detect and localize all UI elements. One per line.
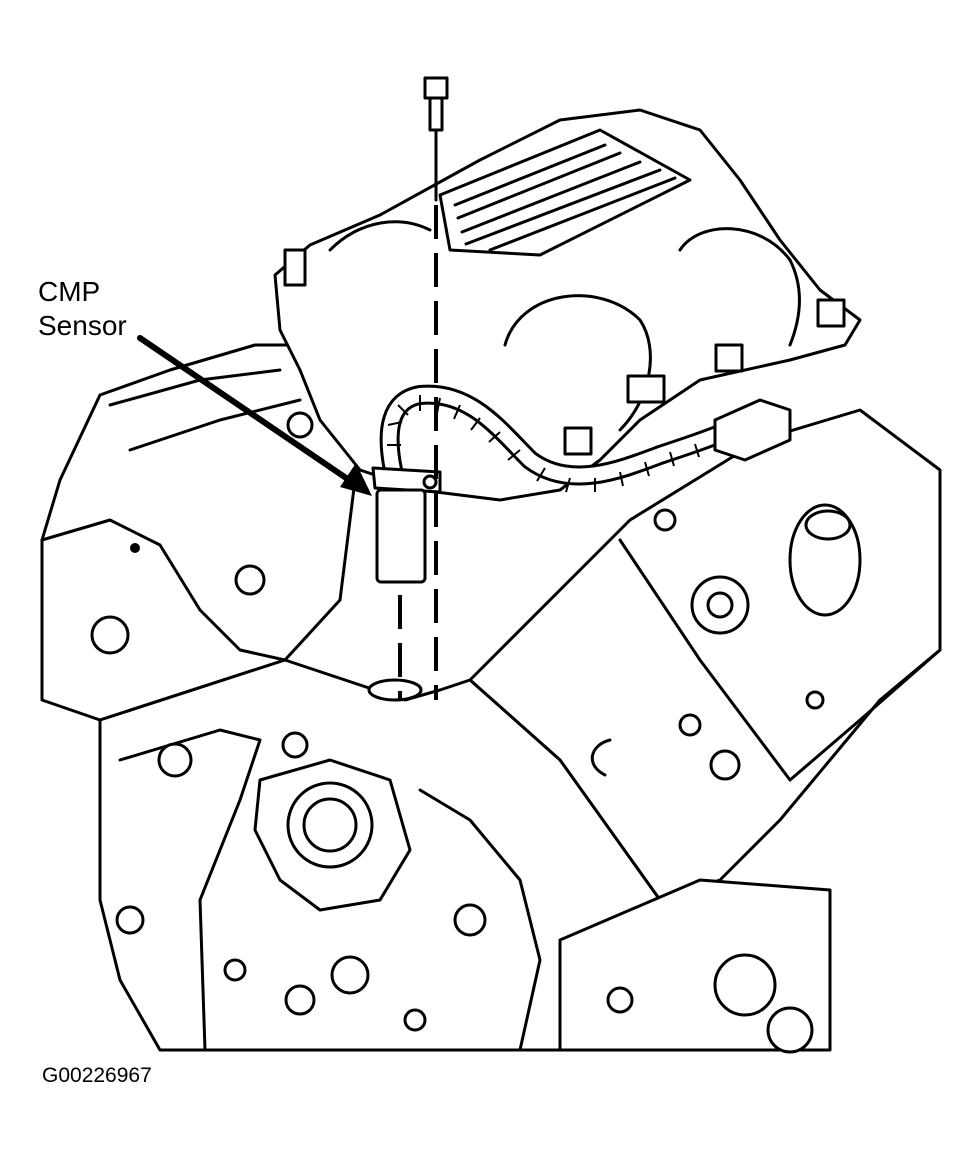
sensor-callout-line1: CMP bbox=[38, 276, 101, 307]
manifold-bolts bbox=[283, 248, 846, 456]
manifold-logo-plate bbox=[438, 128, 692, 257]
front-timing-cover bbox=[98, 658, 662, 1052]
sensor-callout-line2: Sensor bbox=[38, 310, 127, 341]
sensor-wiring-harness bbox=[379, 384, 740, 493]
lower-accessories bbox=[558, 878, 832, 1054]
harness-connector bbox=[626, 374, 792, 462]
callout-leader-arrow bbox=[137, 335, 372, 496]
installation-axis bbox=[398, 205, 438, 700]
figure-reference-id: G00226967 bbox=[42, 1064, 152, 1087]
sensor-mounting-bolt bbox=[423, 76, 449, 202]
cmp-sensor bbox=[371, 466, 442, 584]
left-cylinder-bank bbox=[40, 343, 362, 722]
right-cylinder-head bbox=[468, 408, 942, 902]
